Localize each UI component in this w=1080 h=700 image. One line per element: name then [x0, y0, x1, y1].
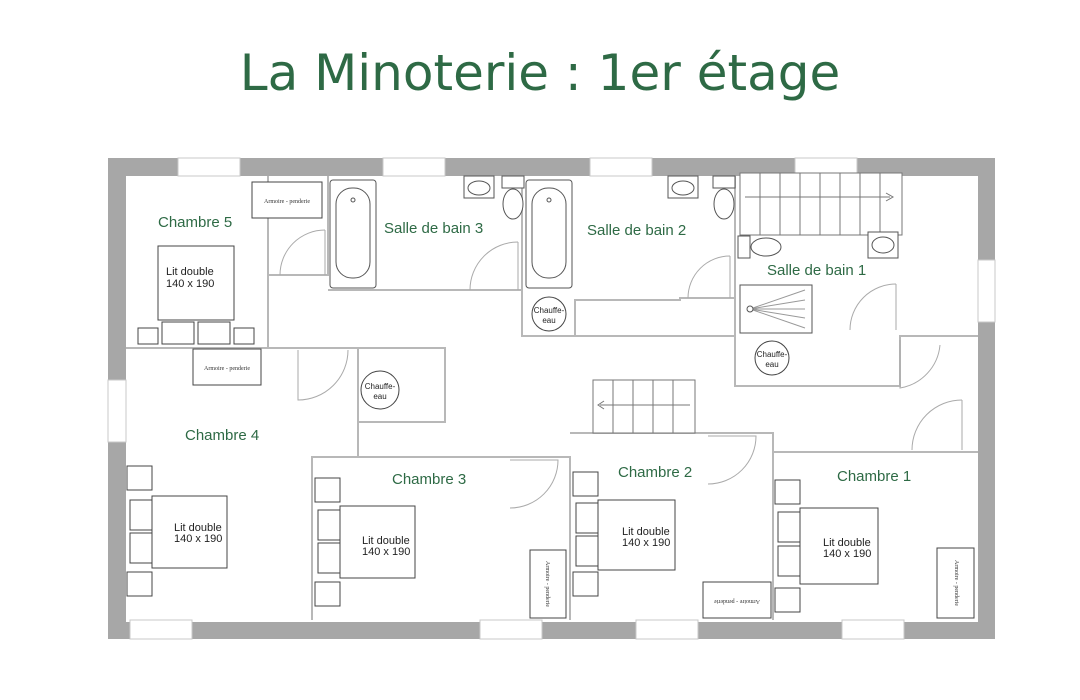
svg-text:Lit double: Lit double	[166, 266, 214, 278]
plan-title: La Minoterie : 1er étage	[240, 44, 840, 102]
toilet-sdb2	[712, 175, 736, 220]
bed-chambre3: Lit double 140 x 190	[314, 477, 416, 607]
label-chambre2: Chambre 2	[618, 464, 692, 481]
svg-text:Lit double: Lit double	[823, 537, 871, 549]
svg-text:eau: eau	[765, 360, 778, 369]
svg-text:Armoire - penderie: Armoire - penderie	[204, 366, 250, 372]
bed-chambre5: Lit double 140 x 190	[137, 245, 255, 345]
label-sdb1: Salle de bain 1	[767, 262, 866, 279]
svg-text:140 x 190: 140 x 190	[622, 537, 670, 549]
svg-text:Armoire - penderie: Armoire - penderie	[714, 598, 760, 604]
label-chambre3: Chambre 3	[392, 471, 466, 488]
wardrobe-chambre3: Armoire - penderie	[529, 549, 567, 619]
svg-text:Chauffe-: Chauffe-	[534, 306, 565, 315]
bed-chambre4: Lit double 140 x 190	[126, 465, 228, 597]
label-chambre4: Chambre 4	[185, 427, 259, 444]
svg-text:Lit double: Lit double	[174, 522, 222, 534]
shower-sdb1	[739, 284, 813, 334]
wardrobe-chambre1: Armoire - penderie	[936, 547, 975, 619]
water-heater-hall: Chauffe- eau	[360, 370, 400, 410]
svg-text:140 x 190: 140 x 190	[174, 533, 222, 545]
svg-text:140 x 190: 140 x 190	[362, 546, 410, 558]
staircase-middle	[592, 379, 696, 434]
svg-text:Chauffe-: Chauffe-	[365, 382, 396, 391]
water-heater-sdb1: Chauffe- eau	[754, 340, 790, 376]
sink-sdb2	[667, 175, 699, 199]
water-heater-sdb2: Chauffe- eau	[531, 296, 567, 332]
svg-text:140 x 190: 140 x 190	[823, 548, 871, 560]
bathtub-sdb2	[525, 179, 573, 289]
bathtub-sdb3	[329, 179, 377, 289]
svg-text:Lit double: Lit double	[622, 526, 670, 538]
staircase-top	[739, 172, 903, 236]
sink-sdb1	[867, 231, 899, 259]
windows	[107, 157, 996, 640]
svg-text:Chauffe-: Chauffe-	[757, 350, 788, 359]
svg-text:Armoire - penderie: Armoire - penderie	[264, 199, 310, 205]
wardrobe-chambre5: Armoire - penderie	[251, 181, 323, 219]
doors	[279, 229, 963, 509]
svg-text:Armoire - penderie: Armoire - penderie	[953, 560, 959, 606]
wardrobe-chambre4: Armoire - penderie	[192, 348, 262, 386]
toilet-sdb1	[737, 235, 782, 259]
svg-text:140 x 190: 140 x 190	[166, 278, 214, 290]
label-chambre5: Chambre 5	[158, 214, 232, 231]
label-sdb2: Salle de bain 2	[587, 222, 686, 239]
wardrobe-chambre2: Armoire - penderie	[702, 581, 772, 619]
label-chambre1: Chambre 1	[837, 468, 911, 485]
label-sdb3: Salle de bain 3	[384, 220, 483, 237]
toilet-sdb3	[501, 175, 525, 220]
interior-walls	[126, 176, 978, 620]
svg-text:eau: eau	[373, 392, 386, 401]
svg-text:eau: eau	[542, 316, 555, 325]
bed-chambre2: Lit double 140 x 190	[572, 471, 676, 597]
bed-chambre1: Lit double 140 x 190	[774, 479, 879, 613]
svg-text:Armoire - penderie: Armoire - penderie	[544, 561, 550, 607]
svg-text:Lit double: Lit double	[362, 535, 410, 547]
sink-sdb3	[463, 175, 495, 199]
